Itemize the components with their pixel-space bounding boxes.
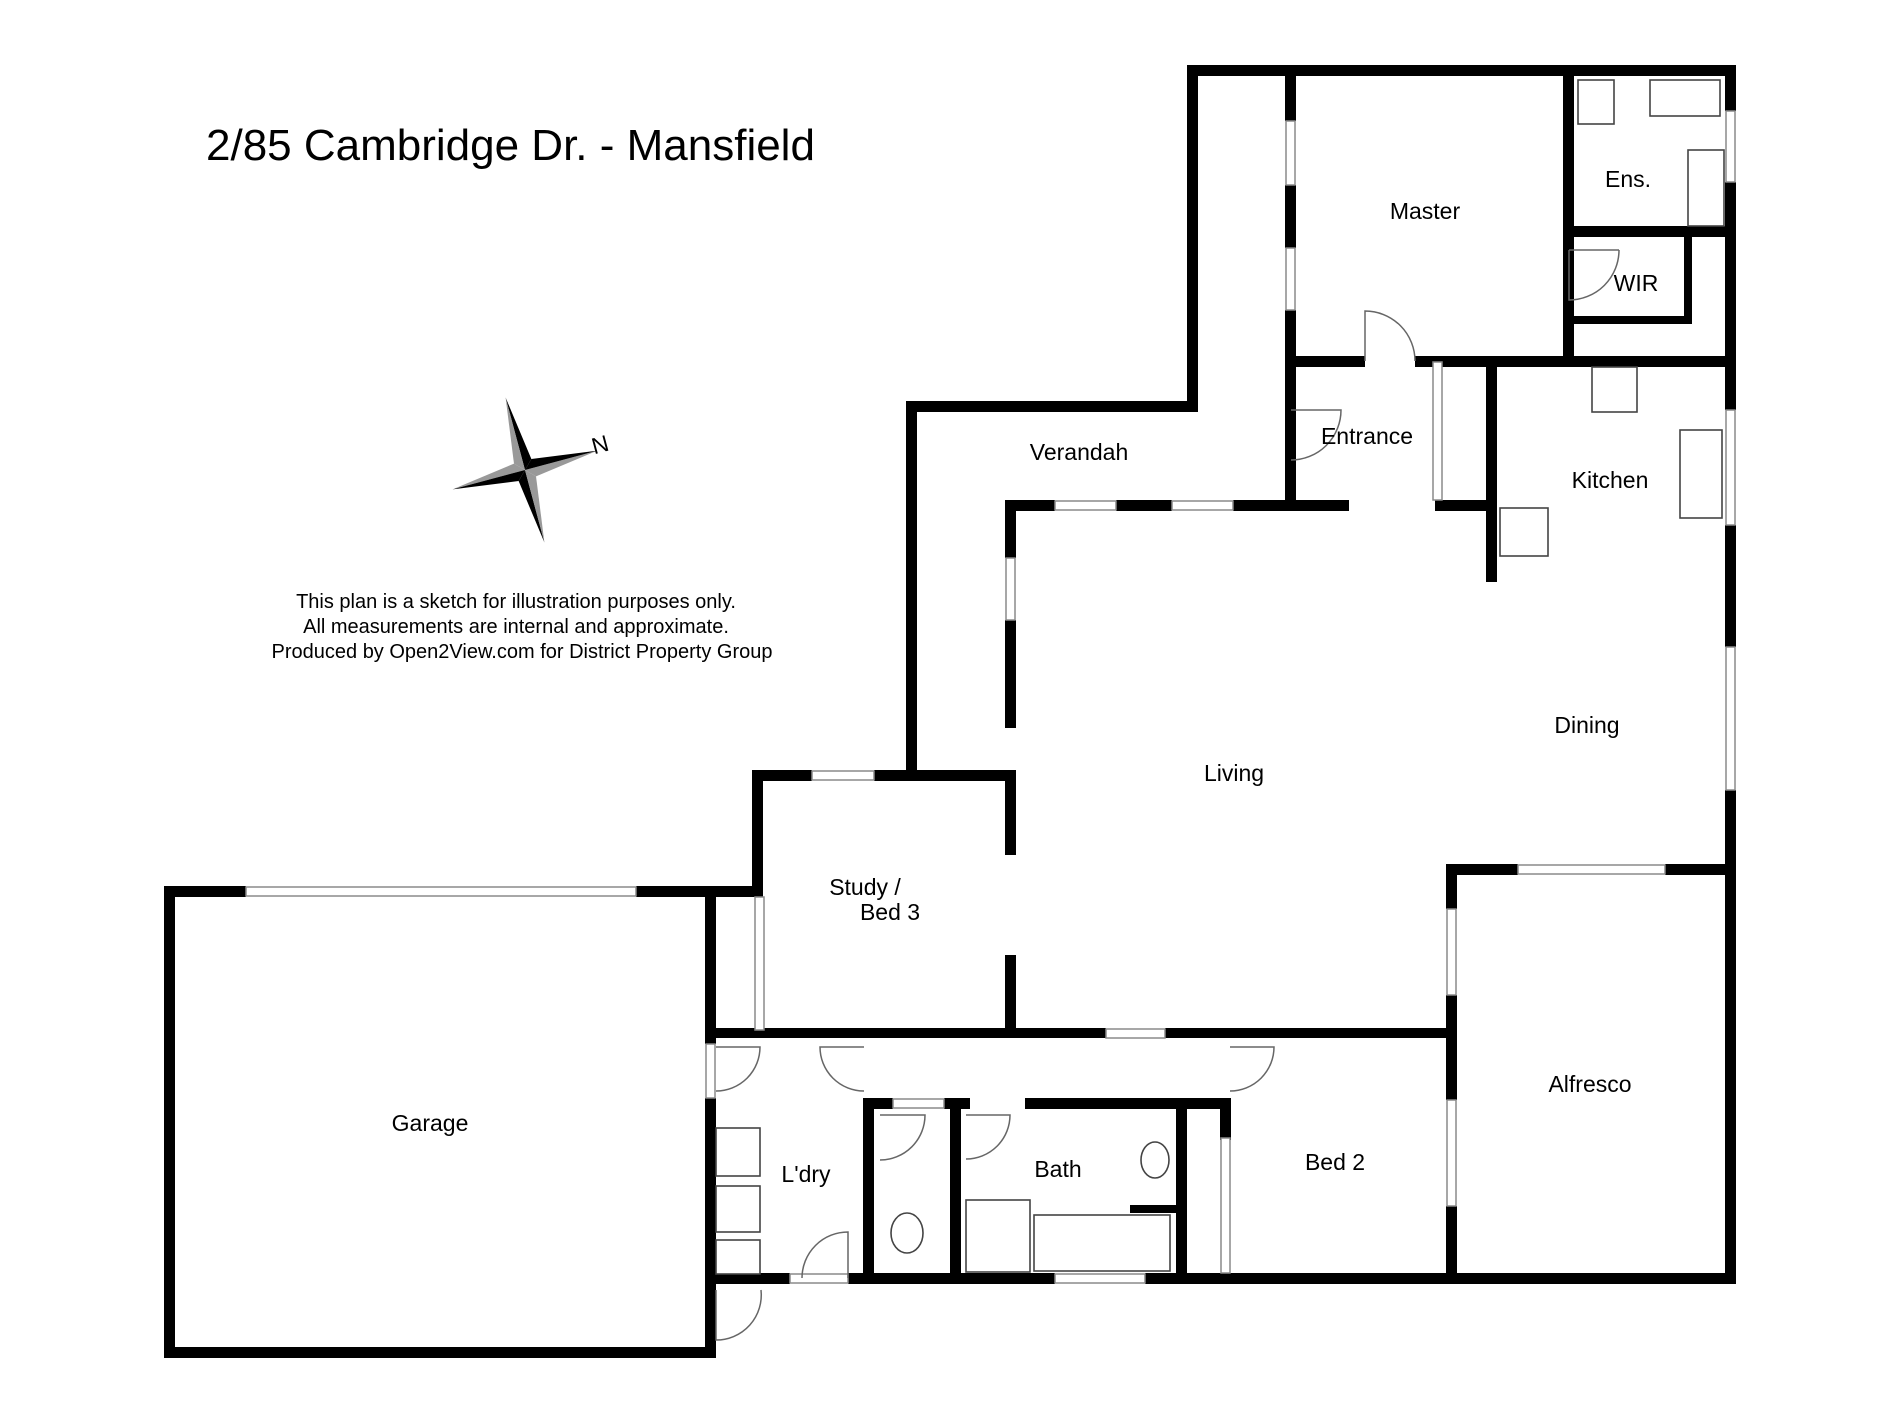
ensuite-toilet-icon [1577,79,1615,125]
room-label-wir: WIR [1614,270,1659,296]
kitchen-sink-icon [1679,429,1723,519]
bath-basin-icon [1140,1141,1170,1179]
bathtub-icon [1033,1214,1171,1272]
laundry-basin-icon [715,1239,761,1275]
room-label-bed-2: Bed 2 [1305,1149,1365,1175]
room-label-alfresco: Alfresco [1548,1071,1631,1097]
room-label-dining: Dining [1554,712,1619,738]
washing-machine-icon [715,1185,761,1233]
disclaimer-line-1: This plan is a sketch for illustration p… [296,591,736,613]
wc-toilet-icon [890,1212,924,1254]
laundry-tub-icon [715,1127,761,1177]
room-label-entrance: Entrance [1321,423,1413,449]
room-label-kitchen: Kitchen [1572,467,1649,493]
room-label-bath: Bath [1034,1156,1081,1182]
disclaimer-line-3: Produced by Open2View.com for District P… [272,641,773,663]
room-label-master: Master [1390,198,1461,224]
room-label-garage: Garage [392,1110,469,1136]
ensuite-basin-icon [1687,149,1725,227]
plan-title: 2/85 Cambridge Dr. - Mansfield [206,121,815,170]
fridge-space-icon [1499,507,1549,557]
room-label-study-line-2: Bed 3 [860,899,920,925]
compass-icon [452,397,598,543]
walls [164,65,1736,1358]
room-labels: Master Ens. WIR Verandah Entrance Kitche… [392,166,1659,1187]
windows [245,110,1736,1284]
compass-north-label: N [589,430,612,459]
cooktop-icon [1591,366,1638,413]
disclaimer-line-2: All measurements are internal and approx… [303,616,729,638]
room-label-verandah: Verandah [1030,439,1128,465]
room-label-study-line-1: Study / [829,874,901,900]
bath-vanity-icon [965,1199,1031,1273]
room-label-laundry: L'dry [781,1161,831,1187]
fixtures [715,79,1725,1275]
room-label-ensuite: Ens. [1605,166,1651,192]
room-label-living: Living [1204,760,1264,786]
ensuite-shower-icon [1649,79,1721,117]
door-swings [715,249,1620,1341]
